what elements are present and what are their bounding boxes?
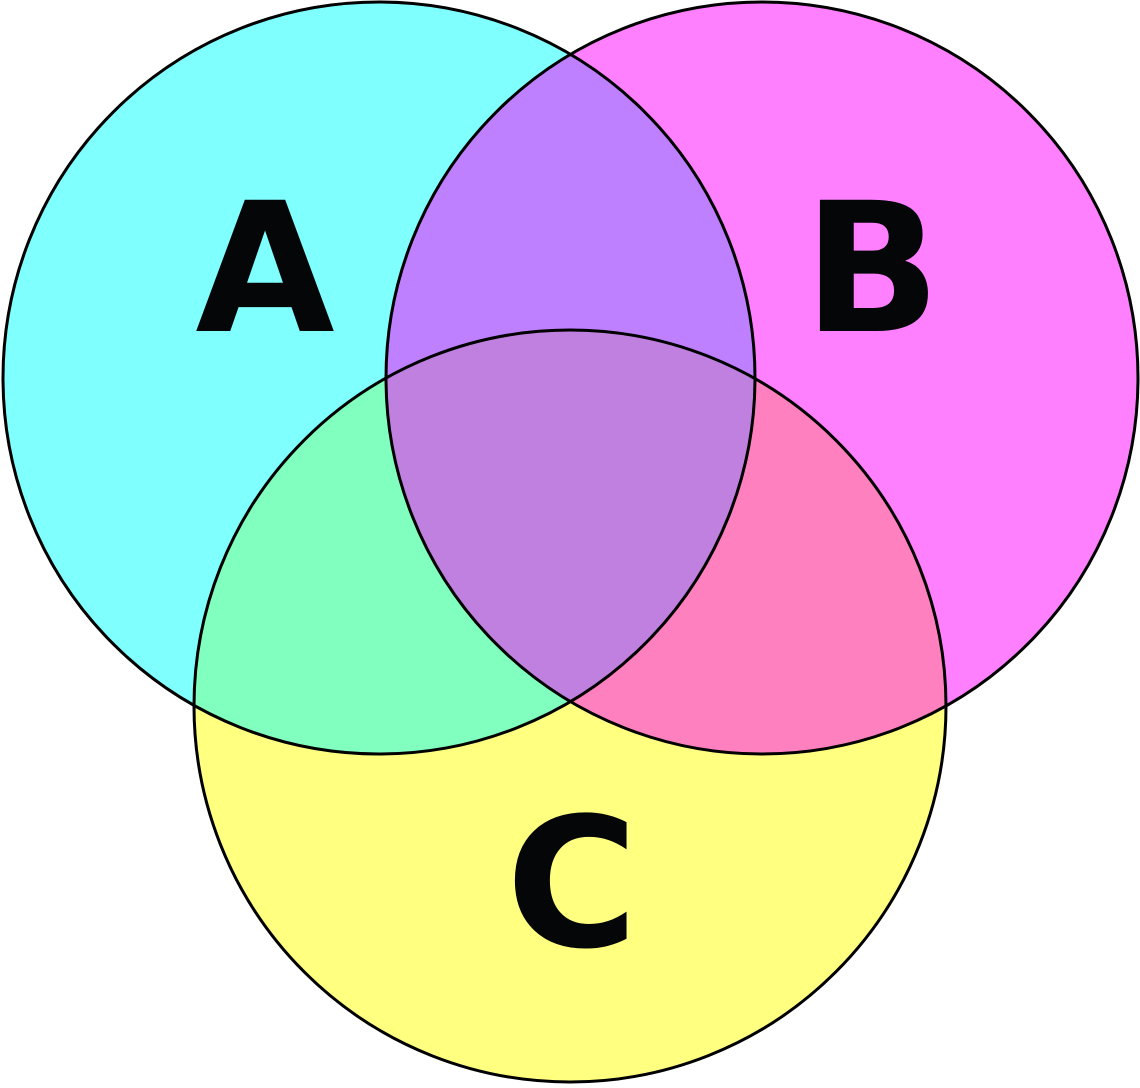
set-c-label: C <box>506 780 638 989</box>
set-b-label: B <box>803 165 940 374</box>
set-c-outline <box>192 328 948 1084</box>
set-a-label: A <box>195 165 334 374</box>
